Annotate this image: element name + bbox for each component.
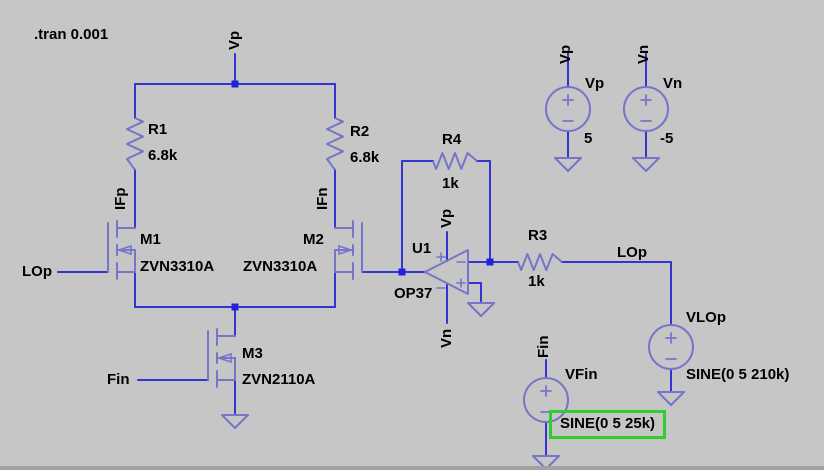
m1-ref[interactable]: M1 [140,231,161,248]
mosfet-M2-symbol[interactable] [334,220,363,280]
net-label-opamp-vp[interactable]: Vp [438,208,455,228]
net-label-ifp[interactable]: IFp [112,187,129,211]
u1-ref[interactable]: U1 [412,240,432,257]
voltage-source-VFin-symbol[interactable] [523,377,569,423]
r1-value[interactable]: 6.8k [148,147,178,164]
u1-value[interactable]: OP37 [394,285,433,302]
resistor-R1-symbol[interactable] [126,117,144,171]
r2-ref[interactable]: R2 [350,123,370,140]
net-label-lop-left[interactable]: LOp [22,263,52,280]
r2-value[interactable]: 6.8k [350,149,380,166]
sim-directive[interactable]: .tran 0.001 [34,26,109,43]
wires[interactable] [57,51,672,457]
mosfet-M1-symbol[interactable] [107,220,136,280]
vlop-ref[interactable]: VLOp [686,309,726,326]
net-label-vp-top[interactable]: Vp [226,30,243,50]
opamp-U1-symbol[interactable] [424,249,469,295]
net-label-ifn[interactable]: IFn [314,187,331,211]
net-label-vp-src[interactable]: Vp [557,44,574,64]
ground-icon [554,157,582,172]
net-label-opamp-vn[interactable]: Vn [438,328,455,348]
window-edge [0,466,824,470]
vfin-value[interactable]: SINE(0 5 25k) [549,410,667,439]
vp-src-value[interactable]: 5 [584,130,593,147]
vp-src-ref[interactable]: Vp [585,75,605,92]
resistor-R4-symbol[interactable] [432,152,478,170]
vlop-value[interactable]: SINE(0 5 210k) [686,366,790,383]
ground-icon [467,302,495,317]
m3-ref[interactable]: M3 [242,345,263,362]
net-label-fin-left[interactable]: Fin [107,371,130,388]
vfin-ref[interactable]: VFin [565,366,598,383]
ground-icon [657,391,685,406]
r1-ref[interactable]: R1 [148,121,168,138]
vn-src-value[interactable]: -5 [660,130,674,147]
ground-icon [632,157,660,172]
r4-ref[interactable]: R4 [442,131,462,148]
net-label-lop-right[interactable]: LOp [617,244,647,261]
m1-value[interactable]: ZVN3310A [140,258,215,275]
ground-icon [221,414,249,429]
voltage-source-VLOp-symbol[interactable] [648,324,694,370]
r4-value[interactable]: 1k [442,175,459,192]
m3-value[interactable]: ZVN2110A [242,371,316,388]
r3-value[interactable]: 1k [528,273,545,290]
resistor-R2-symbol[interactable] [326,117,344,171]
resistor-R3-symbol[interactable] [517,253,563,271]
junction-dots [231,80,494,311]
r3-ref[interactable]: R3 [528,227,548,244]
m2-value[interactable]: ZVN3310A [243,258,318,275]
voltage-source-Vp-symbol[interactable] [545,86,591,132]
net-label-fin-src[interactable]: Fin [535,335,552,359]
mosfet-M3-symbol[interactable] [207,328,236,388]
m2-ref[interactable]: M2 [303,231,324,248]
vn-src-ref[interactable]: Vn [663,75,683,92]
voltage-source-Vn-symbol[interactable] [623,86,669,132]
net-label-vn-src[interactable]: Vn [635,44,652,64]
